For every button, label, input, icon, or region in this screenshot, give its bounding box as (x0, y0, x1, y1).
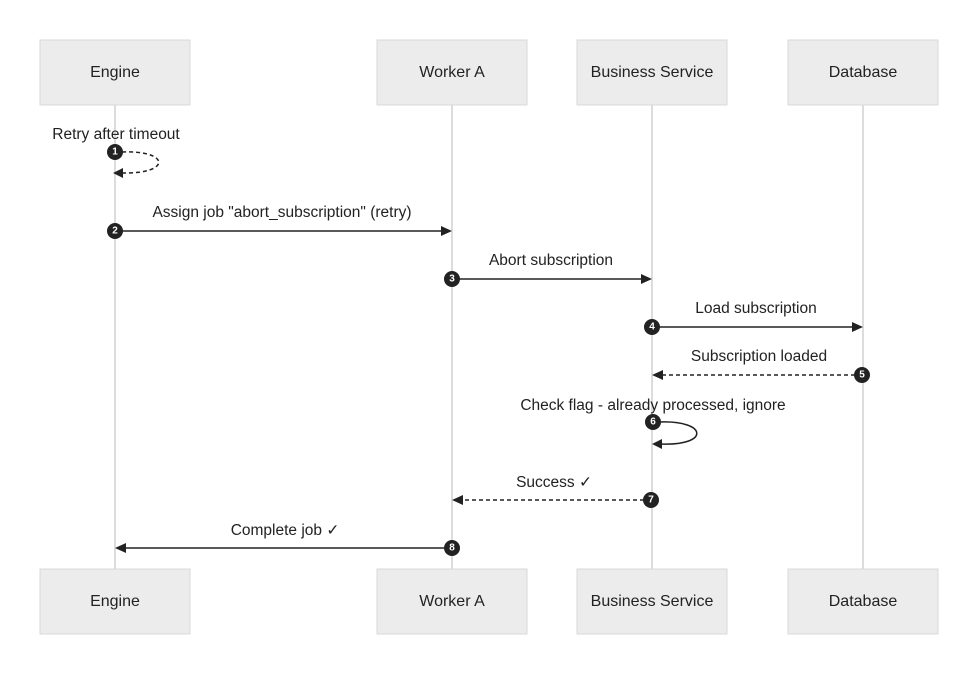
actor-engine-top: Engine (39, 39, 191, 106)
actor-worker-top: Worker A (376, 39, 528, 106)
actor-label: Database (829, 64, 898, 81)
message-7: Success ✓ 7 (452, 474, 659, 508)
sequence-number: 4 (649, 322, 655, 333)
message-label: Subscription loaded (691, 348, 827, 365)
sequence-number: 2 (112, 226, 118, 237)
actor-business-bottom: Business Service (576, 568, 728, 635)
sequence-number: 5 (859, 370, 865, 381)
sequence-number: 8 (449, 543, 455, 554)
arrow-head (652, 439, 662, 449)
sequence-badge (854, 367, 870, 383)
sequence-badge (107, 223, 123, 239)
message-label: Abort subscription (489, 252, 613, 269)
message-1: Retry after timeout 1 (52, 126, 180, 178)
message-8: Complete job ✓ 8 (115, 522, 460, 556)
sequence-number: 7 (648, 495, 654, 506)
sequence-badge (644, 319, 660, 335)
arrow-head (452, 495, 463, 505)
sequence-badge (643, 492, 659, 508)
message-5: Subscription loaded 5 (652, 348, 870, 383)
sequence-badge (107, 144, 123, 160)
sequence-badge (444, 540, 460, 556)
message-label: Retry after timeout (52, 126, 180, 143)
actor-label: Engine (90, 593, 140, 610)
message-2: Assign job "abort_subscription" (retry) … (107, 204, 452, 239)
message-line (121, 151, 160, 174)
actor-label: Engine (90, 64, 140, 81)
message-3: Abort subscription 3 (444, 252, 652, 287)
actor-label: Worker A (419, 64, 485, 81)
arrow-head (113, 168, 123, 178)
message-label: Complete job ✓ (231, 522, 340, 539)
actor-label: Business Service (591, 64, 714, 81)
message-label: Load subscription (695, 300, 817, 317)
actor-business-top: Business Service (576, 39, 728, 106)
actor-engine-bottom: Engine (39, 568, 191, 635)
sequence-number: 3 (449, 274, 455, 285)
message-label: Assign job "abort_subscription" (retry) (152, 204, 411, 221)
arrow-head (115, 543, 126, 553)
sequence-badge (444, 271, 460, 287)
arrow-head (852, 322, 863, 332)
sequence-number: 6 (650, 417, 656, 428)
actor-label: Worker A (419, 593, 485, 610)
message-line (658, 421, 698, 445)
arrow-head (652, 370, 663, 380)
actor-worker-bottom: Worker A (376, 568, 528, 635)
sequence-number: 1 (112, 147, 118, 158)
message-6: Check flag - already processed, ignore 6 (520, 397, 786, 449)
arrow-head (641, 274, 652, 284)
message-4: Load subscription 4 (644, 300, 863, 335)
actor-label: Business Service (591, 593, 714, 610)
actor-database-bottom: Database (787, 568, 939, 635)
actor-database-top: Database (787, 39, 939, 106)
sequence-badge (645, 414, 661, 430)
message-label: Success ✓ (516, 474, 592, 491)
actor-label: Database (829, 593, 898, 610)
message-label: Check flag - already processed, ignore (520, 397, 785, 414)
arrow-head (441, 226, 452, 236)
